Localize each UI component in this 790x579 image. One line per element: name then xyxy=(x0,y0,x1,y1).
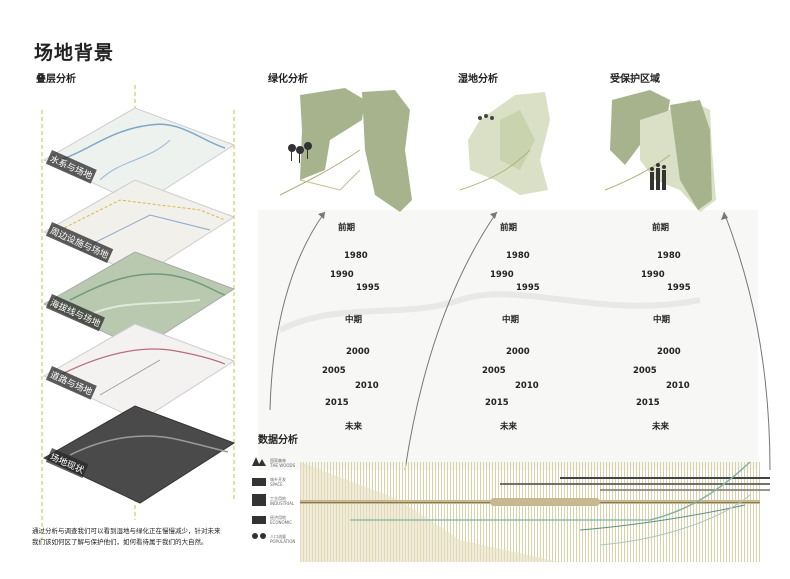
green-analysis-map xyxy=(279,88,412,212)
timeline-3-future: 未来 xyxy=(652,422,670,432)
timeline-3-1995: 1995 xyxy=(667,283,691,293)
timeline-1-future: 未来 xyxy=(345,422,363,432)
timeline-3-2005: 2005 xyxy=(633,366,657,376)
page-title: 场地背景 xyxy=(34,42,115,64)
wetland-analysis-heading: 湿地分析 xyxy=(458,74,498,85)
timeline-1-1995: 1995 xyxy=(356,283,380,293)
timeline-2-2000: 2000 xyxy=(506,347,530,357)
data-analysis-heading: 数据分析 xyxy=(258,435,298,446)
timeline-2-early: 前期 xyxy=(500,223,518,233)
timeline-2-future: 未来 xyxy=(500,422,518,432)
timeline-1-2000: 2000 xyxy=(346,347,370,357)
legend-icons xyxy=(252,457,266,539)
timeline-2-1995: 1995 xyxy=(516,283,540,293)
timeline-2-2015: 2015 xyxy=(485,398,509,408)
timeline-3-2000: 2000 xyxy=(657,347,681,357)
timeline-2-2010: 2010 xyxy=(515,381,539,391)
wetland-analysis-map xyxy=(459,92,550,195)
description-line-2: 我们该如何区了解与保护他们，如何看待属于我们的大自然。 xyxy=(32,538,208,546)
timeline-1-2015: 2015 xyxy=(325,398,349,408)
layer-current-map xyxy=(42,405,236,504)
timeline-3-2015: 2015 xyxy=(636,398,660,408)
timeline-3-2010: 2010 xyxy=(666,381,690,391)
timeline-1-1990: 1990 xyxy=(330,270,354,280)
people-silhouettes xyxy=(650,163,666,190)
timeline-1-mid: 中期 xyxy=(345,315,363,325)
timeline-3-early: 前期 xyxy=(652,223,670,233)
timeline-2-2005: 2005 xyxy=(482,366,506,376)
overlay-heading: 叠层分析 xyxy=(36,74,76,85)
timeline-3-1990: 1990 xyxy=(641,270,665,280)
timeline-2-mid: 中期 xyxy=(502,315,520,325)
timeline-2-1990: 1990 xyxy=(490,270,514,280)
timeline-3-1980: 1980 xyxy=(657,251,681,261)
timeline-1-1980: 1980 xyxy=(344,251,368,261)
tree-silhouettes xyxy=(288,142,312,163)
green-analysis-heading: 绿化分析 xyxy=(268,74,308,85)
timeline-2-1980: 1980 xyxy=(506,251,530,261)
data-chart xyxy=(300,461,770,562)
layer-roads-map xyxy=(42,323,236,422)
timeline-1-early: 前期 xyxy=(338,223,356,233)
bird-silhouettes xyxy=(478,114,494,120)
protected-area-heading: 受保护区域 xyxy=(610,74,660,85)
timeline-1-2005: 2005 xyxy=(322,366,346,376)
protected-area-map xyxy=(604,90,716,212)
description: 通过分析与调查我们可以看到湿地与绿化正在慢慢减少，针对未来 我们该如何区了解与保… xyxy=(32,526,247,548)
timeline-1-2010: 2010 xyxy=(355,381,379,391)
description-line-1: 通过分析与调查我们可以看到湿地与绿化正在慢慢减少，针对未来 xyxy=(32,527,221,535)
timeline-3-mid: 中期 xyxy=(653,315,671,325)
